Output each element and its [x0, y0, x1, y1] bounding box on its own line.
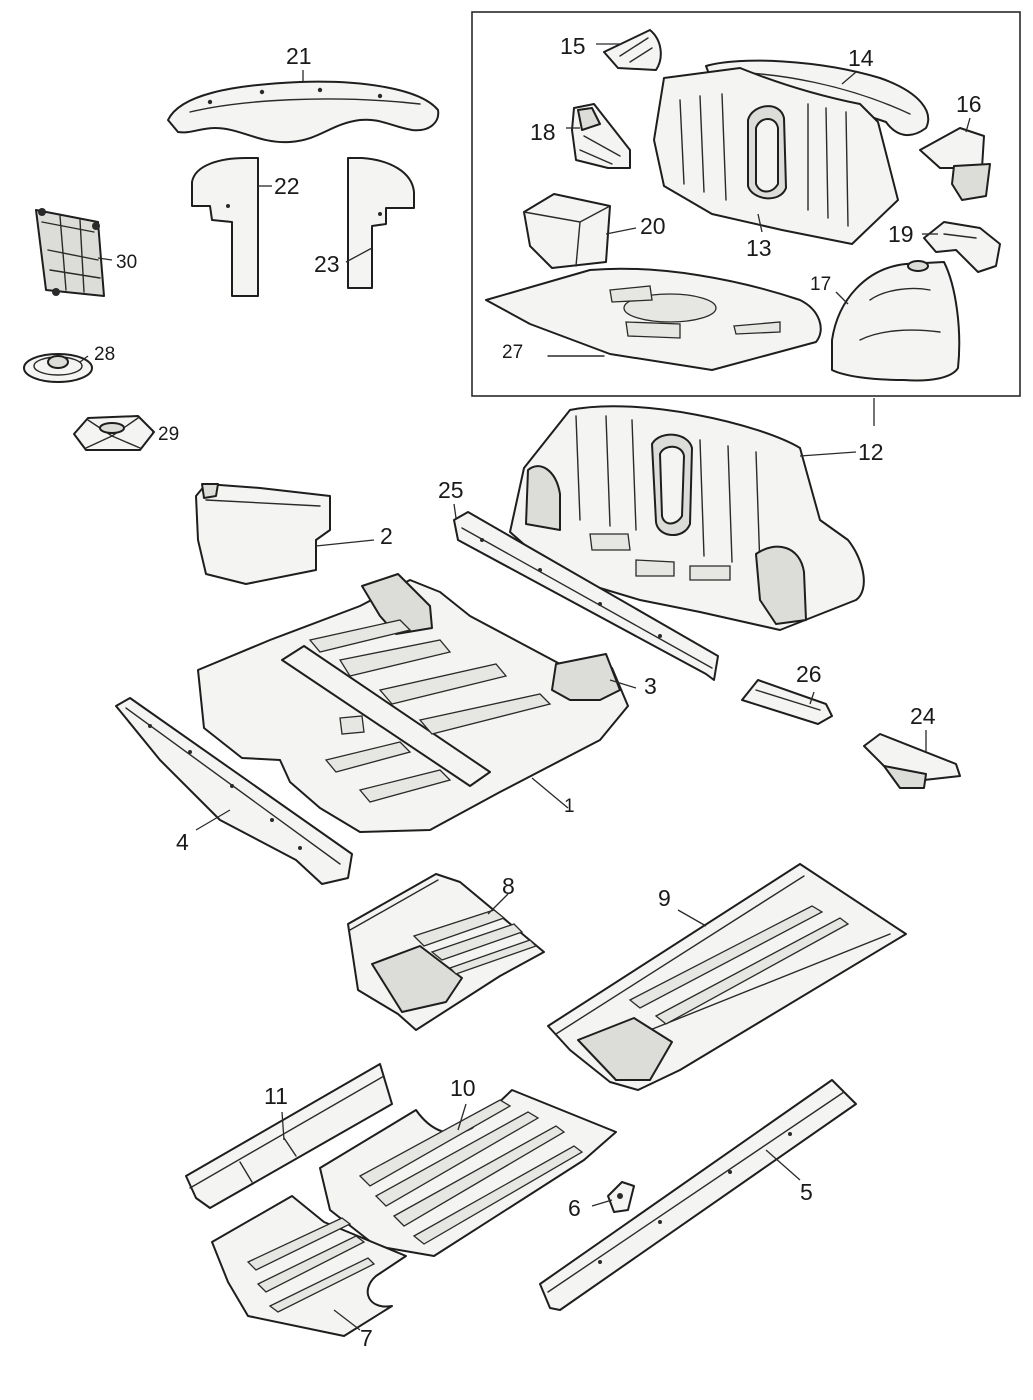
leader-lines — [79, 43, 971, 1331]
callout-27: 27 — [502, 342, 523, 363]
callout-28: 28 — [94, 344, 115, 365]
callout-4: 4 — [176, 829, 189, 855]
callout-16: 16 — [956, 91, 982, 117]
callout-3: 3 — [644, 673, 657, 699]
part-9-long-floor-panel — [547, 863, 907, 1091]
callout-14: 14 — [848, 45, 874, 71]
part-4-sill — [115, 697, 353, 885]
part-7-floor-panel — [211, 1195, 407, 1337]
callout-15: 15 — [560, 33, 586, 59]
callout-19: 19 — [888, 221, 914, 247]
callout-labels: 21 22 23 30 28 29 15 14 16 18 20 13 19 1… — [94, 33, 982, 1351]
part-17-wheel-arch — [831, 260, 961, 382]
part-18-bracket — [571, 103, 631, 169]
part-27-boot-floor — [485, 267, 822, 371]
callout-18: 18 — [530, 119, 556, 145]
callout-7: 7 — [360, 1325, 373, 1351]
callout-26: 26 — [796, 661, 822, 687]
part-1-main-floor — [197, 573, 629, 833]
callout-22: 22 — [274, 173, 300, 199]
part-6-clip — [607, 1181, 635, 1213]
part-12-rear-seat-assembly — [509, 405, 865, 631]
part-30-bracket — [35, 208, 105, 297]
part-29-mount — [73, 415, 155, 451]
callout-10: 10 — [450, 1075, 476, 1101]
callout-11: 11 — [264, 1083, 288, 1109]
part-13-rear-bulkhead — [653, 67, 899, 245]
callout-9: 9 — [658, 885, 671, 911]
part-2-side-panel — [195, 483, 331, 585]
part-28-grommet — [23, 353, 93, 383]
part-20-storage-box — [523, 193, 611, 269]
part-25-cross-member — [453, 511, 719, 681]
part-22-side-panel-left — [191, 157, 259, 297]
part-8-footwell-panel — [347, 873, 545, 1031]
callout-30: 30 — [116, 252, 137, 273]
callout-25: 25 — [438, 477, 464, 503]
callout-24: 24 — [910, 703, 936, 729]
part-5-sill — [539, 1079, 857, 1311]
part-24-bracket — [863, 733, 961, 789]
callout-6: 6 — [568, 1195, 581, 1221]
part-10-floor-panel — [319, 1089, 617, 1257]
callout-2: 2 — [380, 523, 393, 549]
part-15-bracket — [603, 29, 662, 71]
callout-5: 5 — [800, 1179, 813, 1205]
rear-group-frame — [471, 11, 1021, 397]
callout-17: 17 — [810, 274, 831, 295]
part-26-bracket — [741, 679, 833, 725]
part-23-side-panel-right — [347, 157, 415, 289]
callout-13: 13 — [746, 235, 772, 261]
part-19-bracket — [923, 221, 1001, 273]
callout-23: 23 — [314, 251, 340, 277]
callout-1: 1 — [564, 796, 575, 817]
callout-20: 20 — [640, 213, 666, 239]
part-16-bracket — [919, 127, 991, 201]
part-11-rail — [185, 1063, 393, 1209]
callout-21: 21 — [286, 43, 312, 69]
callout-29: 29 — [158, 424, 179, 445]
callout-8: 8 — [502, 873, 515, 899]
callout-12: 12 — [858, 439, 884, 465]
part-21-parcel-shelf — [167, 80, 440, 144]
